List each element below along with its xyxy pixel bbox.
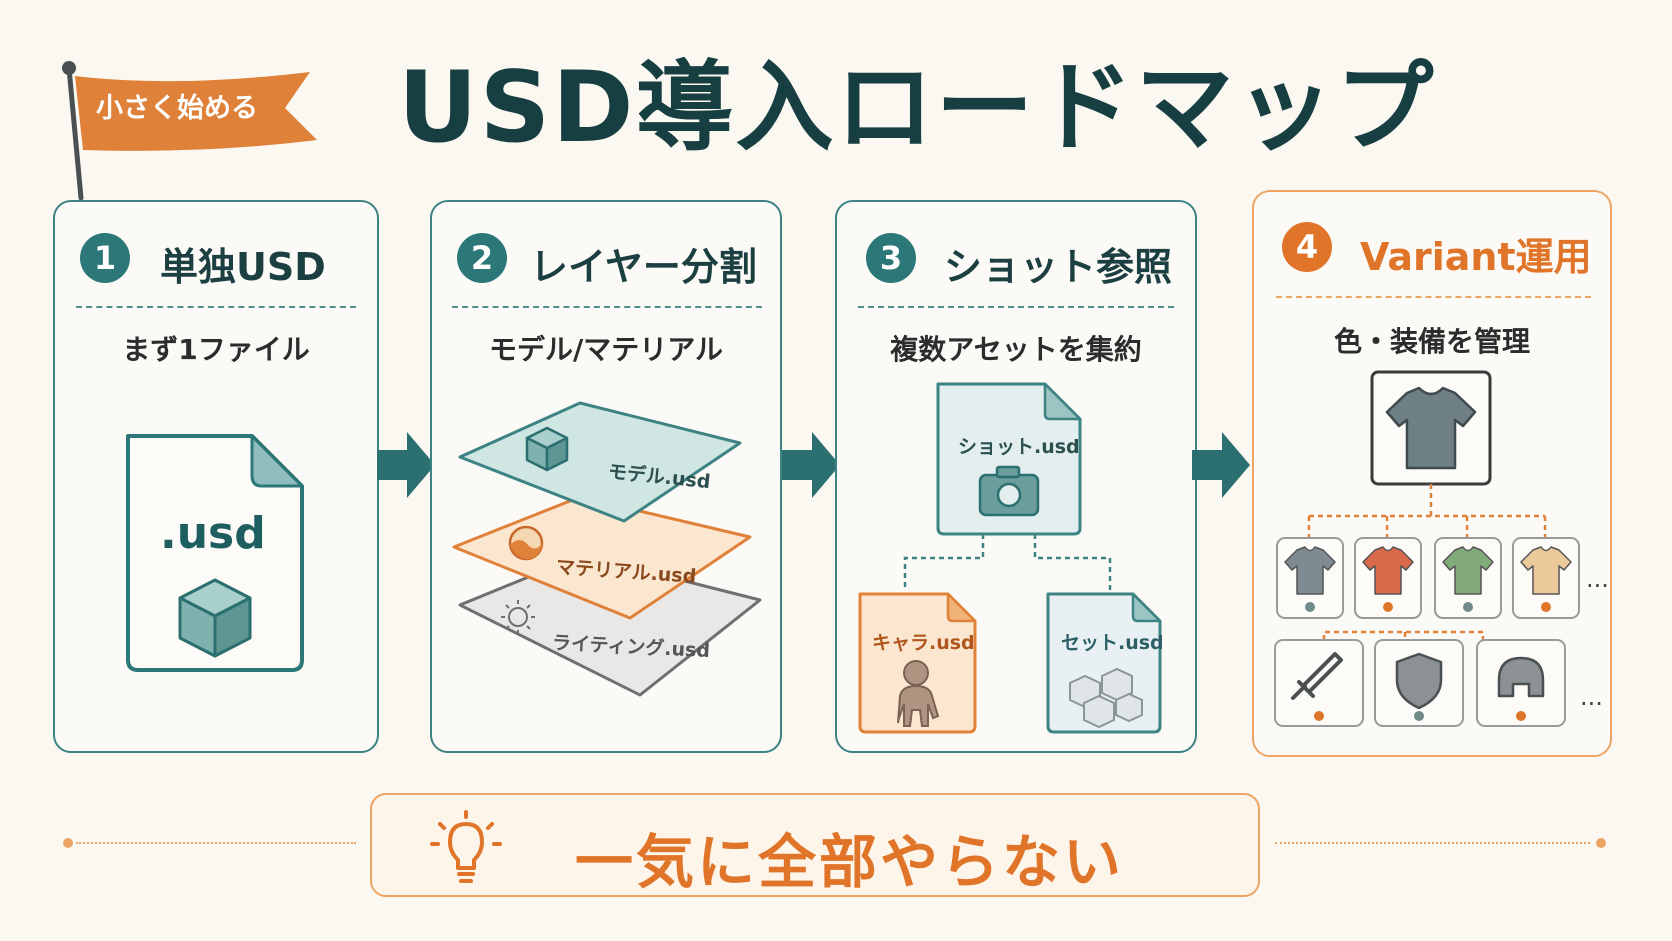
- shot-file-label: ショット.usd: [958, 436, 1080, 458]
- divider-2: [452, 306, 762, 308]
- helmet-icon: [1497, 656, 1545, 698]
- chara-file-label: キャラ.usd: [872, 632, 975, 654]
- shirt-icon: [1362, 546, 1414, 595]
- variant-shirt-box: [1434, 537, 1502, 619]
- layer-stack: [452, 401, 762, 697]
- variant-shirt-box: [1276, 537, 1344, 619]
- step-subtitle-3: 複数アセットを集約: [890, 333, 1142, 366]
- banner-box: [370, 793, 1260, 897]
- lightbulb-icon: [430, 810, 502, 883]
- equipment-dot: [1516, 711, 1526, 721]
- variant-dot: [1305, 602, 1315, 612]
- divider-3: [858, 306, 1174, 308]
- step-subtitle-4: 色・装備を管理: [1333, 325, 1530, 358]
- variant-shirt-box: [1354, 537, 1422, 619]
- equipment-box: [1476, 639, 1566, 727]
- equipment-box: [1374, 639, 1464, 727]
- banner-line-right: [1275, 842, 1590, 844]
- equipment-dot: [1414, 711, 1424, 721]
- sword-icon: [1291, 652, 1343, 700]
- step-title-3: ショット参照: [944, 245, 1173, 289]
- shirt-icon: [1385, 386, 1477, 470]
- arrow-right-icon: [1192, 432, 1250, 498]
- variant-more-equipment: ...: [1580, 683, 1603, 711]
- material-sphere-icon: [508, 525, 544, 561]
- step-title-1: 単独USD: [160, 245, 326, 289]
- variant-dot: [1541, 602, 1551, 612]
- variant-dot: [1383, 602, 1393, 612]
- step-title-2: レイヤー分割: [530, 245, 757, 289]
- flag-label: 小さく始める: [96, 93, 258, 124]
- shirt-icon: [1442, 546, 1494, 595]
- banner-line-left: [76, 842, 356, 844]
- banner-dot-right: [1596, 838, 1606, 848]
- shirt-icon: [1520, 546, 1572, 595]
- flag-graphic: [62, 61, 317, 201]
- usd-file-label: .usd: [160, 508, 266, 559]
- variant-more-shirts: ...: [1586, 565, 1609, 593]
- step-number-2: 2: [457, 233, 507, 283]
- step-subtitle-2: モデル/マテリアル: [489, 333, 723, 366]
- page-title: USD導入ロードマップ: [398, 51, 1436, 165]
- banner-dot-left: [63, 838, 73, 848]
- step-number-3: 3: [866, 233, 916, 283]
- cube-icon: [525, 426, 569, 472]
- step-title-4: Variant運用: [1360, 235, 1592, 279]
- arrow-right-icon: [377, 432, 435, 498]
- variant-shirt-box: [1512, 537, 1580, 619]
- step-subtitle-1: まず1ファイル: [122, 333, 310, 366]
- sun-icon: [501, 600, 535, 634]
- cube-icon: [178, 578, 252, 658]
- divider-1: [76, 306, 356, 308]
- step-number-1: 1: [80, 233, 130, 283]
- equipment-dot: [1314, 711, 1324, 721]
- person-icon: [897, 660, 940, 727]
- divider-4: [1276, 296, 1591, 298]
- shield-icon: [1395, 652, 1443, 710]
- shirt-icon: [1284, 546, 1336, 595]
- variant-dot: [1463, 602, 1473, 612]
- shot-file-icon: [936, 382, 1082, 536]
- banner-text: 一気に全部やらない: [575, 828, 1125, 896]
- variant-tree: [1274, 370, 1580, 727]
- equipment-box: [1274, 639, 1364, 727]
- set-file-label: セット.usd: [1061, 632, 1164, 654]
- layer-model: [458, 401, 742, 523]
- shot-reference-graphic: [858, 382, 1162, 734]
- step-number-4: 4: [1282, 222, 1332, 272]
- camera-icon: [978, 465, 1040, 517]
- arrow-right-icon: [782, 432, 840, 498]
- usd-file-icon: [126, 434, 304, 672]
- blocks-icon: [1069, 667, 1143, 729]
